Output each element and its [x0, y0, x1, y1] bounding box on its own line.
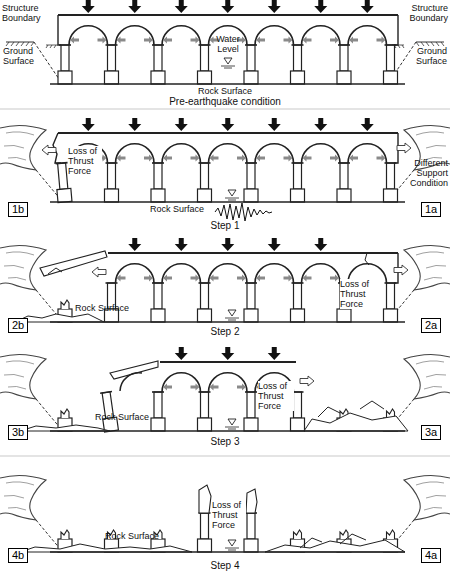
- step-tag: 1a: [425, 203, 437, 215]
- boundary-label: Structure Boundary: [2, 3, 48, 23]
- step-tag: 2b: [12, 319, 24, 331]
- step-tag: 3b: [12, 426, 24, 438]
- step-tag: 4b: [12, 549, 24, 561]
- step-tag: 1b: [12, 203, 24, 215]
- intact-aqueduct: [6, 0, 444, 84]
- panel-caption: Step 4: [0, 560, 450, 571]
- rock-label: Rock Surface: [150, 204, 220, 214]
- panel-caption: Pre-earthquake condition: [0, 96, 450, 107]
- step-tag-box: 2b: [8, 318, 28, 333]
- step-tag: 3a: [425, 426, 437, 438]
- panel-caption: Step 3: [0, 436, 450, 447]
- ground-label: Ground Surface: [405, 46, 447, 66]
- panel-divider: [0, 109, 450, 456]
- step-tag: 4a: [425, 549, 437, 561]
- step1-aqueduct: [0, 118, 450, 203]
- step-tag-box: 4b: [8, 548, 28, 563]
- step4-aqueduct: [0, 475, 450, 552]
- loss-label: Loss of Thrust Force: [212, 500, 246, 530]
- step2-aqueduct: [0, 238, 450, 322]
- step-tag: 2a: [425, 319, 437, 331]
- rock-label: Rock Surface: [95, 412, 165, 422]
- step-tag-box: 3b: [8, 425, 28, 440]
- step-tag-box: 3a: [421, 425, 441, 440]
- support-label: Different Support Condition: [400, 158, 448, 188]
- earthquake-wave: [215, 203, 272, 221]
- loss-label: Loss of Thrust Force: [258, 381, 294, 411]
- step-tag-box: 1a: [421, 202, 441, 217]
- step-tag-box: 1b: [8, 202, 28, 217]
- boundary-label: Structure Boundary: [402, 3, 448, 23]
- rock-label: Rock Surface: [75, 303, 145, 313]
- loss-label: Loss of Thrust Force: [68, 146, 102, 176]
- step-tag-box: 4a: [421, 548, 441, 563]
- rock-label: Rock Surface: [185, 86, 265, 96]
- rock-label: Rock Surface: [105, 531, 175, 541]
- ground-label: Ground Surface: [3, 46, 45, 66]
- step3-aqueduct: [0, 347, 450, 432]
- water-level-label: Water Level: [213, 34, 243, 54]
- panel-caption: Step 2: [0, 326, 450, 337]
- panel-caption: Step 1: [0, 220, 450, 231]
- loss-label: Loss of Thrust Force: [340, 279, 376, 309]
- step-tag-box: 2a: [421, 318, 441, 333]
